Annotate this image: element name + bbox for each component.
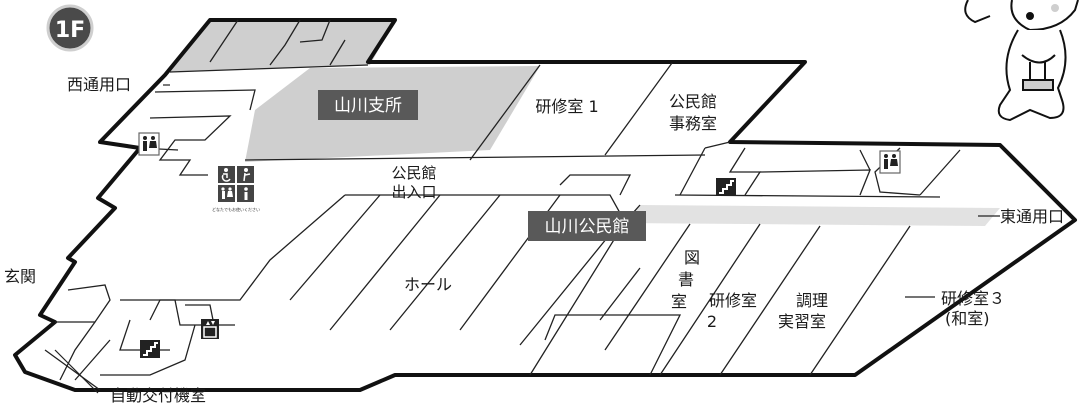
mascot-character xyxy=(964,0,1079,122)
hall-label: ホール xyxy=(404,275,452,294)
corridor-strip xyxy=(625,205,1000,226)
upper-shaded-room xyxy=(170,20,395,72)
leader-lines xyxy=(54,84,1000,394)
east-entrance-label: 東通用口 xyxy=(1000,207,1064,226)
cooking-room-label-line1: 調理 xyxy=(796,291,828,310)
training-room-2-label-line2: 2 xyxy=(707,312,717,331)
auto-issue-room-label: 自動交付機室 xyxy=(110,386,206,405)
training-room-3-label-line1: 研修室３ xyxy=(941,289,1005,308)
west-entrance-label: 西通用口 xyxy=(67,75,131,94)
office-label-line2: 事務室 xyxy=(669,114,717,133)
branch-office-label-bg xyxy=(318,90,418,120)
stairs-icon xyxy=(716,178,736,196)
floor-badge-label: 1F xyxy=(55,18,85,43)
library-label-1: 図 xyxy=(684,248,700,267)
restroom-icon xyxy=(879,150,901,174)
floor-badge: 1F xyxy=(46,4,94,52)
restroom-icon xyxy=(138,132,160,156)
accessible-restroom-icon: どなたでもお使いください xyxy=(212,166,260,212)
branch-office-label: 山川支所 xyxy=(334,96,402,116)
library-label-2: 書 xyxy=(678,270,694,289)
cc-entrance-label-line1: 公民館 xyxy=(391,164,436,182)
cooking-room-label-line2: 実習室 xyxy=(778,312,826,331)
training-room-2-label-line1: 研修室 xyxy=(709,291,757,310)
community-center-label: 山川公民館 xyxy=(545,217,630,237)
building-outline xyxy=(13,18,1077,392)
office-label-line1: 公民館 xyxy=(669,92,717,111)
training-room-1-label: 研修室 1 xyxy=(535,97,598,116)
elevator-icon xyxy=(201,319,219,339)
stairs-icon xyxy=(140,340,160,358)
library-label-3: 室 xyxy=(671,292,687,311)
training-room-3-label-line2: (和室) xyxy=(945,309,990,328)
cc-entrance-label-line2: 出入口 xyxy=(391,183,436,201)
community-center-label-bg xyxy=(528,211,646,241)
entrance-label: 玄関 xyxy=(4,267,36,286)
accessible-note: どなたでもお使いください xyxy=(212,206,260,212)
